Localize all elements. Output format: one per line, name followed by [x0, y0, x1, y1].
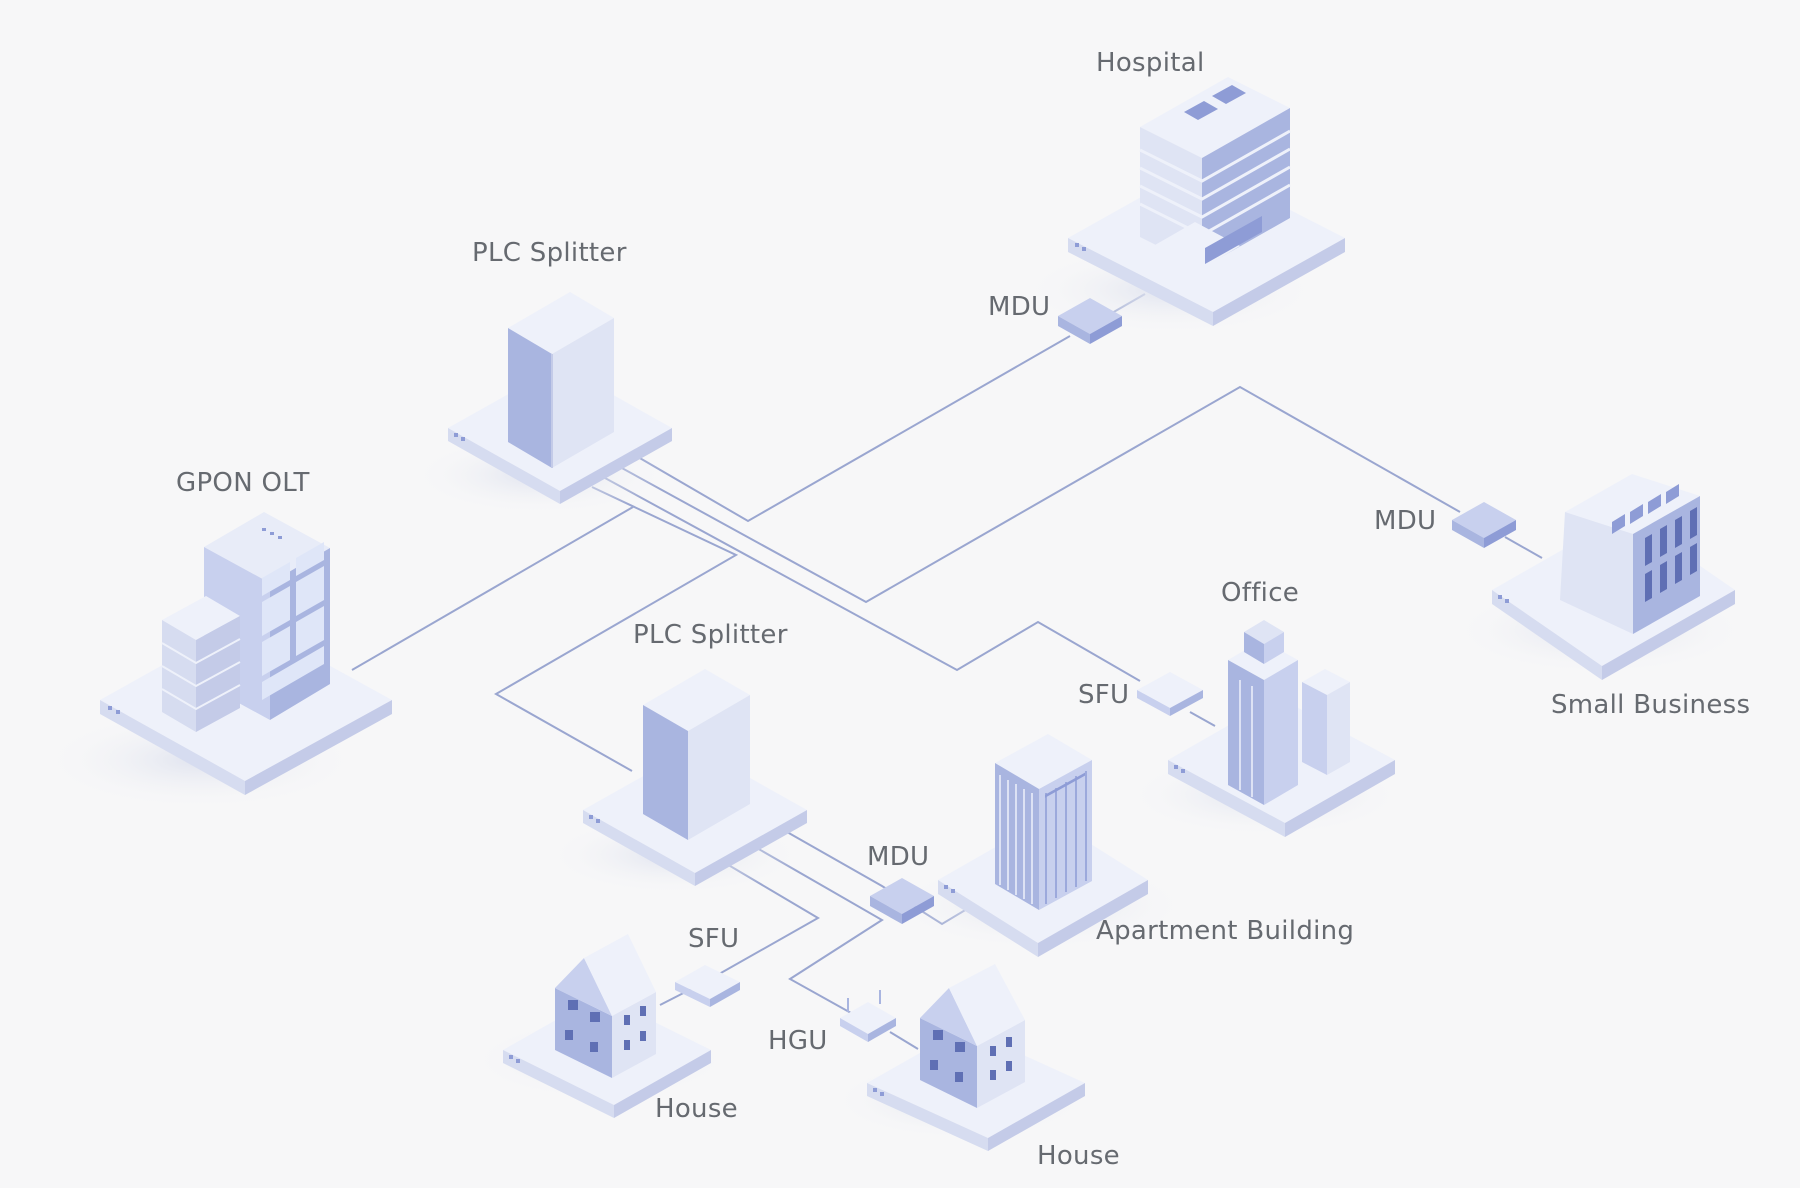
label-plc-splitter-1: PLC Splitter [472, 238, 627, 268]
label-small-business: Small Business [1551, 690, 1751, 720]
link-olt-splitter1 [351, 506, 634, 671]
label-gpon-olt: GPON OLT [176, 468, 310, 498]
label-house-2: House [1037, 1141, 1120, 1171]
plc-splitter-1-node [410, 292, 672, 515]
label-sfu-office: SFU [1078, 680, 1130, 710]
label-sfu-house: SFU [688, 924, 740, 954]
label-plc-splitter-2: PLC Splitter [633, 620, 788, 650]
house-1-node [470, 934, 730, 1118]
link-splitter1-mdu-hospital [637, 335, 1071, 523]
label-mdu-apartment: MDU [867, 842, 930, 872]
label-house-1: House [655, 1094, 738, 1124]
mdu-hospital-device [1058, 298, 1122, 344]
label-apartment-building: Apartment Building [1096, 916, 1355, 946]
link-hgu-house2 [889, 1031, 919, 1050]
label-mdu-hospital: MDU [988, 292, 1051, 322]
link-splitter2-hgu [749, 843, 884, 1019]
label-hospital: Hospital [1096, 48, 1205, 78]
link-splitter1-sfu-office [604, 477, 1141, 682]
house-2-node [830, 964, 1090, 1151]
mdu-apartment-device [870, 878, 934, 924]
link-splitter1-splitter2 [493, 486, 739, 772]
sfu-house-device [675, 965, 740, 1007]
hospital-node [1020, 77, 1345, 335]
link-splitter1-mdu-business [619, 385, 1461, 604]
gpon-olt-node [40, 512, 392, 810]
sfu-office-device [1137, 672, 1203, 716]
label-mdu-small-business: MDU [1374, 506, 1437, 536]
mdu-business-device [1452, 502, 1516, 548]
link-sfu-office [1189, 711, 1216, 727]
label-hgu: HGU [768, 1026, 828, 1056]
small-business-node [1450, 474, 1750, 680]
label-office: Office [1221, 578, 1300, 608]
apartment-building-node [890, 734, 1190, 957]
hgu-device [840, 990, 896, 1042]
link-mdu-business [1504, 536, 1543, 559]
plc-splitter-2-node [545, 669, 807, 895]
office-node [1125, 620, 1405, 837]
